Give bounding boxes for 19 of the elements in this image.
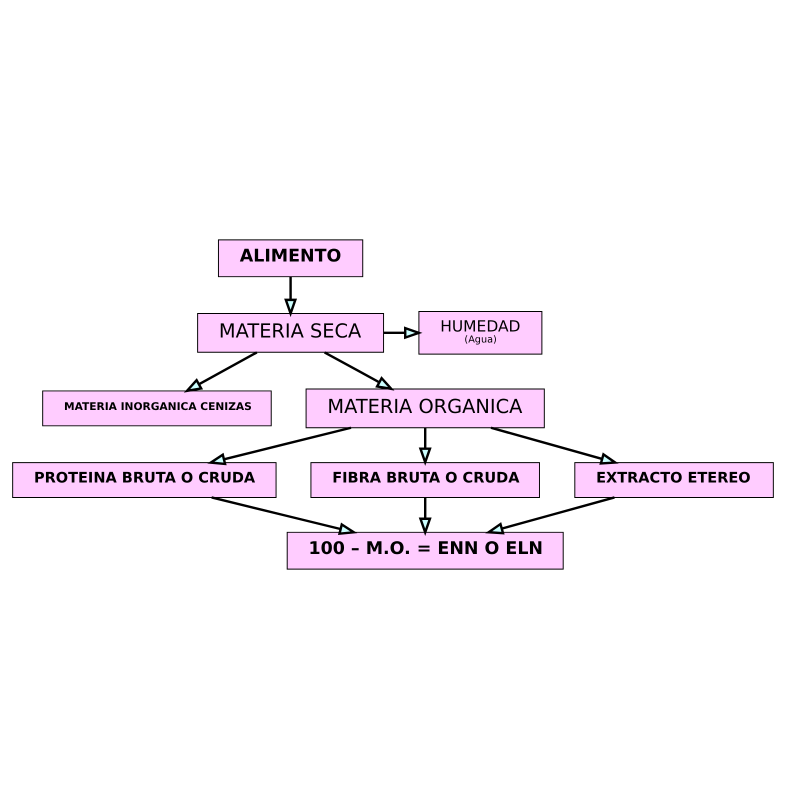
arrow	[211, 496, 358, 535]
arrow	[384, 326, 422, 339]
node-box: MATERIA SECA	[197, 312, 384, 352]
node-box: 100 – M.O. = ENN O ELN	[286, 531, 564, 570]
node-box: EXTRACTO ETEREO	[574, 462, 774, 498]
arrow	[418, 428, 432, 466]
arrow	[418, 497, 432, 536]
node-box: MATERIA ORGANICA	[306, 388, 545, 428]
arrow	[284, 276, 298, 317]
arrow	[324, 350, 394, 390]
arrow	[184, 350, 258, 392]
node-box: ALIMENTO	[218, 238, 364, 277]
node-box: MATERIA INORGANICA CENIZAS	[42, 390, 272, 426]
arrow	[207, 426, 352, 465]
node-box: PROTEINA BRUTA O CRUDA	[12, 462, 277, 498]
arrow	[490, 426, 619, 464]
node-box: FIBRA BRUTA O CRUDA	[310, 462, 540, 498]
node-box: HUMEDAD (Agua)	[418, 310, 542, 354]
arrow	[485, 496, 615, 534]
